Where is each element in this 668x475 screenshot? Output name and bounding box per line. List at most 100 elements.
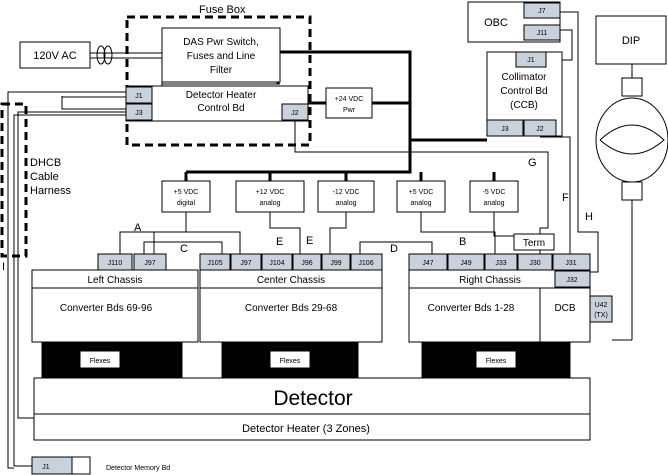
left-j97-label: J97 bbox=[144, 260, 155, 267]
das-switch-box bbox=[161, 27, 281, 83]
dip-tube-cap-bottom bbox=[621, 181, 643, 201]
right-j30-connector bbox=[517, 253, 553, 271]
dip-box bbox=[595, 15, 667, 65]
term-box bbox=[513, 233, 555, 251]
obc-j1-connector bbox=[515, 51, 547, 68]
cable-label-d: D bbox=[390, 243, 398, 255]
right-j30-label: J30 bbox=[529, 260, 540, 267]
left-j97-connector bbox=[133, 253, 167, 271]
right-j47-label: J47 bbox=[422, 260, 433, 267]
right-j49-connector bbox=[447, 253, 485, 271]
fuse-j2-connector bbox=[281, 103, 309, 121]
obc-j11-connector bbox=[523, 24, 561, 41]
cable-d bbox=[359, 241, 433, 254]
cable-label-a: A bbox=[134, 222, 142, 234]
supply-5-line-2: analog bbox=[483, 200, 504, 207]
heater-label: Detector Heater (3 Zones) bbox=[242, 423, 370, 435]
left-chassis bbox=[31, 269, 199, 343]
obc-label: OBC bbox=[484, 17, 508, 29]
ccb-line-1: Collimator bbox=[501, 72, 547, 83]
dhcb-line-1: DHCB bbox=[30, 157, 61, 169]
right-j33-connector bbox=[484, 253, 518, 271]
center-j97-label: J97 bbox=[240, 260, 251, 267]
left-j110-label: J110 bbox=[108, 260, 123, 267]
center-j99-label: J99 bbox=[330, 260, 341, 267]
center-j105-label: J105 bbox=[207, 260, 222, 267]
power-24v-box bbox=[325, 87, 373, 119]
dhcb-line-2: Cable bbox=[30, 171, 59, 183]
ccb-j2-label: J2 bbox=[536, 126, 544, 133]
cable-label-b: B bbox=[459, 236, 466, 248]
right-chassis-body: Converter Bds 1-28 bbox=[428, 303, 515, 314]
fuse-box-outline bbox=[125, 15, 312, 147]
heater-control-line-2: Control Bd bbox=[197, 103, 244, 114]
ac-input-box bbox=[19, 41, 91, 69]
right-j47-connector bbox=[408, 253, 448, 271]
memory-j1-label: J1 bbox=[42, 464, 50, 471]
cable-h bbox=[560, 11, 599, 273]
heater-control-box bbox=[125, 85, 309, 122]
cable-a bbox=[119, 231, 241, 254]
left-chassis-body: Converter Bds 69-96 bbox=[60, 303, 153, 314]
ccb-j3-connector bbox=[486, 119, 524, 137]
harness-plug bbox=[61, 96, 127, 110]
cable-label-c: C bbox=[180, 243, 188, 255]
left-flex-label: Flexes bbox=[90, 358, 111, 365]
das-switch-line-3: Filter bbox=[210, 65, 233, 76]
cable-c bbox=[143, 241, 223, 254]
cable-e2 bbox=[329, 212, 347, 254]
heater-control-line-1: Detector Heater bbox=[186, 90, 257, 101]
supply-4-box bbox=[396, 180, 446, 213]
supply-2-box bbox=[235, 180, 305, 213]
fuse-j1-label: J1 bbox=[135, 93, 143, 100]
right-chassis-title: Right Chassis bbox=[459, 275, 521, 286]
right-flex-label-box bbox=[475, 350, 517, 369]
center-j105-connector bbox=[199, 253, 231, 271]
term-label: Term bbox=[523, 238, 545, 249]
supply-4-line-1: +5 VDC bbox=[409, 189, 434, 196]
center-j97-connector bbox=[230, 253, 262, 271]
das-switch-line-2: Fuses and Line bbox=[187, 51, 256, 62]
center-j106-connector bbox=[350, 253, 383, 271]
center-chassis-title: Center Chassis bbox=[257, 275, 325, 286]
supply-4-line-2: analog bbox=[410, 200, 431, 207]
supply-2-line-1: +12 VDC bbox=[256, 189, 285, 196]
heater-box bbox=[33, 413, 591, 441]
supply-3-box bbox=[317, 180, 375, 213]
cable-label-f: F bbox=[562, 192, 569, 204]
power-24v-line-2: Pwr bbox=[343, 107, 356, 114]
supply-1-line-1: +5 VDC bbox=[174, 189, 199, 196]
u42-line-1: U42 bbox=[595, 302, 608, 309]
cable-e1 bbox=[269, 212, 301, 254]
cable-i bbox=[13, 114, 126, 440]
harness-cable bbox=[7, 91, 126, 469]
center-j96-connector bbox=[292, 253, 322, 271]
power-bus-main bbox=[186, 50, 412, 174]
memory-label: Detector Memory Bd bbox=[106, 465, 170, 472]
heater-feed bbox=[17, 111, 126, 419]
supply-3-line-2: analog bbox=[335, 200, 356, 207]
center-flex-label: Flexes bbox=[280, 358, 301, 365]
right-j32-connector bbox=[554, 270, 591, 288]
obc-j1-label: J1 bbox=[527, 57, 535, 64]
power-24v-line-1: +24 VDC bbox=[335, 96, 364, 103]
ccb-j2-connector bbox=[523, 119, 557, 137]
left-flex-label-box bbox=[79, 350, 121, 369]
memory-board-box bbox=[71, 456, 91, 475]
u42-line-2: (TX) bbox=[594, 312, 608, 319]
left-j110-connector bbox=[97, 253, 133, 271]
fuse-j3-connector bbox=[125, 103, 153, 121]
right-j33-label: J33 bbox=[495, 260, 506, 267]
center-j96-label: J96 bbox=[301, 260, 312, 267]
dhcb-line-3: Harness bbox=[30, 185, 71, 197]
supply-5-line-1: -5 VDC bbox=[483, 189, 506, 196]
obc-j11-label: J11 bbox=[537, 30, 548, 37]
cable-label-h: H bbox=[585, 211, 593, 223]
cable-label-i: I bbox=[2, 261, 5, 273]
dhcb-harness-outline bbox=[0, 102, 28, 258]
center-j106-label: J106 bbox=[358, 260, 373, 267]
ccb-line-2: Control Bd bbox=[500, 86, 547, 97]
right-j31-connector bbox=[552, 253, 591, 271]
fuse-box-title: Fuse Box bbox=[199, 4, 246, 16]
memory-j1-connector bbox=[31, 456, 73, 475]
